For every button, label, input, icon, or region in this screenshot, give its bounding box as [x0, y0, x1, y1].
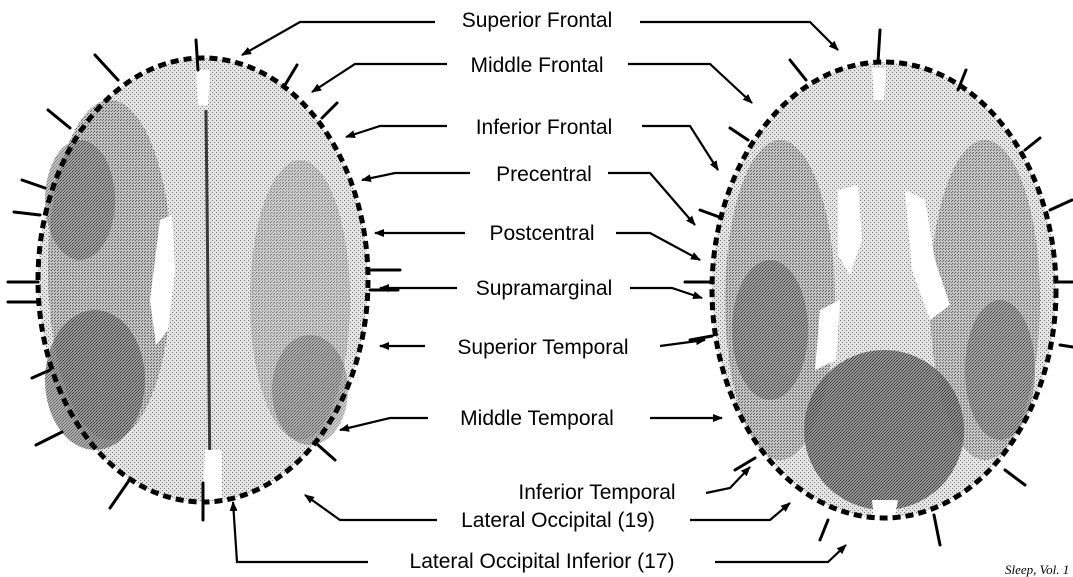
arrow-precentral-right — [608, 173, 695, 225]
arrow-superior-frontal-right — [640, 22, 838, 50]
label-middle-temporal: Middle Temporal — [460, 407, 614, 430]
label-inferior-frontal: Inferior Frontal — [476, 116, 613, 139]
arrow-precentral-left — [362, 173, 470, 180]
arrow-inferior-frontal-right — [642, 126, 718, 170]
arrow-lateral-occipital-right — [690, 503, 790, 520]
journal-caption: Sleep, Vol. 1 — [1005, 562, 1069, 577]
label-middle-frontal: Middle Frontal — [470, 54, 603, 77]
label-precentral: Precentral — [496, 163, 592, 186]
right-brain-slice — [712, 62, 1056, 520]
label-superior-temporal: Superior Temporal — [457, 336, 628, 359]
arrow-middle-frontal-right — [628, 64, 752, 103]
arrow-inferior-temporal-right — [706, 467, 750, 493]
label-postcentral: Postcentral — [489, 222, 594, 245]
arrow-middle-temporal-left — [340, 418, 428, 430]
arrow-middle-frontal-left — [312, 64, 447, 92]
arrow-lateral-occipital-inferior-right — [715, 545, 846, 562]
label-supramarginal: Supramarginal — [476, 277, 613, 300]
label-superior-frontal: Superior Frontal — [462, 9, 613, 32]
arrow-superior-temporal-right — [660, 340, 705, 346]
arrow-postcentral-right — [616, 233, 700, 260]
arrow-supramarginal-right — [630, 288, 702, 298]
label-lateral-occipital: Lateral Occipital (19) — [461, 509, 655, 532]
arrow-inferior-frontal-left — [346, 126, 447, 137]
label-lateral-occipital-inferior: Lateral Occipital Inferior (17) — [410, 550, 675, 573]
label-inferior-temporal: Inferior Temporal — [518, 481, 675, 504]
arrow-superior-frontal-left — [242, 22, 435, 55]
left-brain-slice — [38, 58, 368, 502]
arrow-lateral-occipital-inferior-left — [233, 502, 368, 562]
arrow-lateral-occipital-left — [305, 495, 437, 520]
